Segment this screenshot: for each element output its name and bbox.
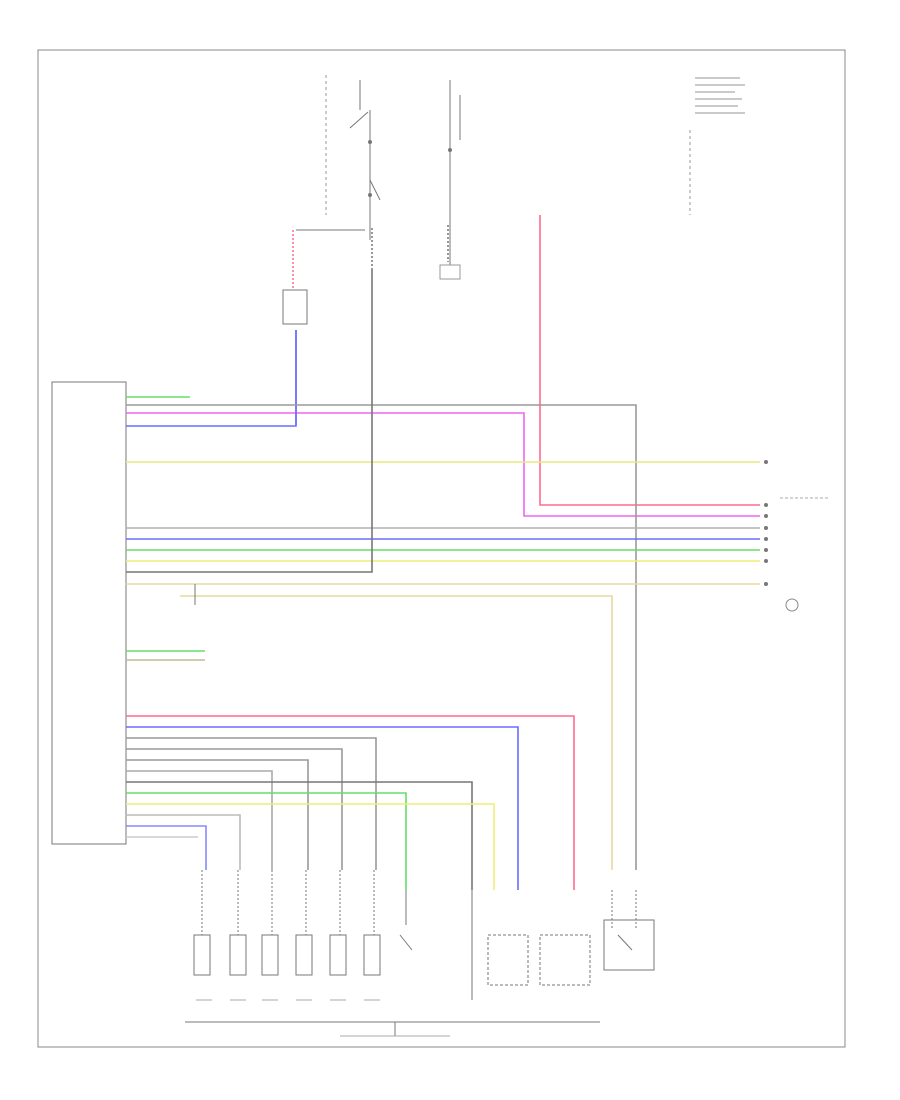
wire-black-bus — [126, 270, 373, 573]
wire-gray-top — [126, 404, 637, 870]
wire-green-lower — [126, 792, 407, 890]
ignition-switch — [349, 80, 381, 270]
wire-gray-lower-2 — [126, 748, 343, 870]
transmission-range-switch — [603, 890, 655, 971]
wire-blue-lower-2 — [126, 825, 207, 870]
wire-yellow-lower — [126, 803, 495, 890]
diagram-frame — [37, 49, 846, 1048]
sensor-symbol — [785, 598, 799, 612]
wire-red-vertical — [539, 215, 760, 506]
wire-gray-lower-5 — [126, 814, 241, 870]
wire-gray-lower-3 — [126, 759, 309, 870]
right-connector-pins — [764, 460, 768, 586]
wire-blue-upper — [126, 330, 297, 427]
legend-text-top-right — [695, 77, 745, 114]
wire-pink — [126, 412, 760, 517]
fuse-line — [439, 80, 461, 280]
wire-black-lower — [126, 781, 473, 890]
transmission-control-module — [51, 381, 127, 845]
wire-red-lower — [126, 715, 575, 890]
wire-tan-vertical — [180, 595, 613, 870]
wire-gray-lower-1 — [126, 737, 377, 870]
wire-gray-lower-4 — [126, 770, 273, 870]
speed-sensors — [399, 890, 591, 1000]
wire-blue-lower — [126, 726, 519, 890]
bottom-labels — [196, 999, 450, 1037]
solenoid-row — [193, 870, 381, 976]
